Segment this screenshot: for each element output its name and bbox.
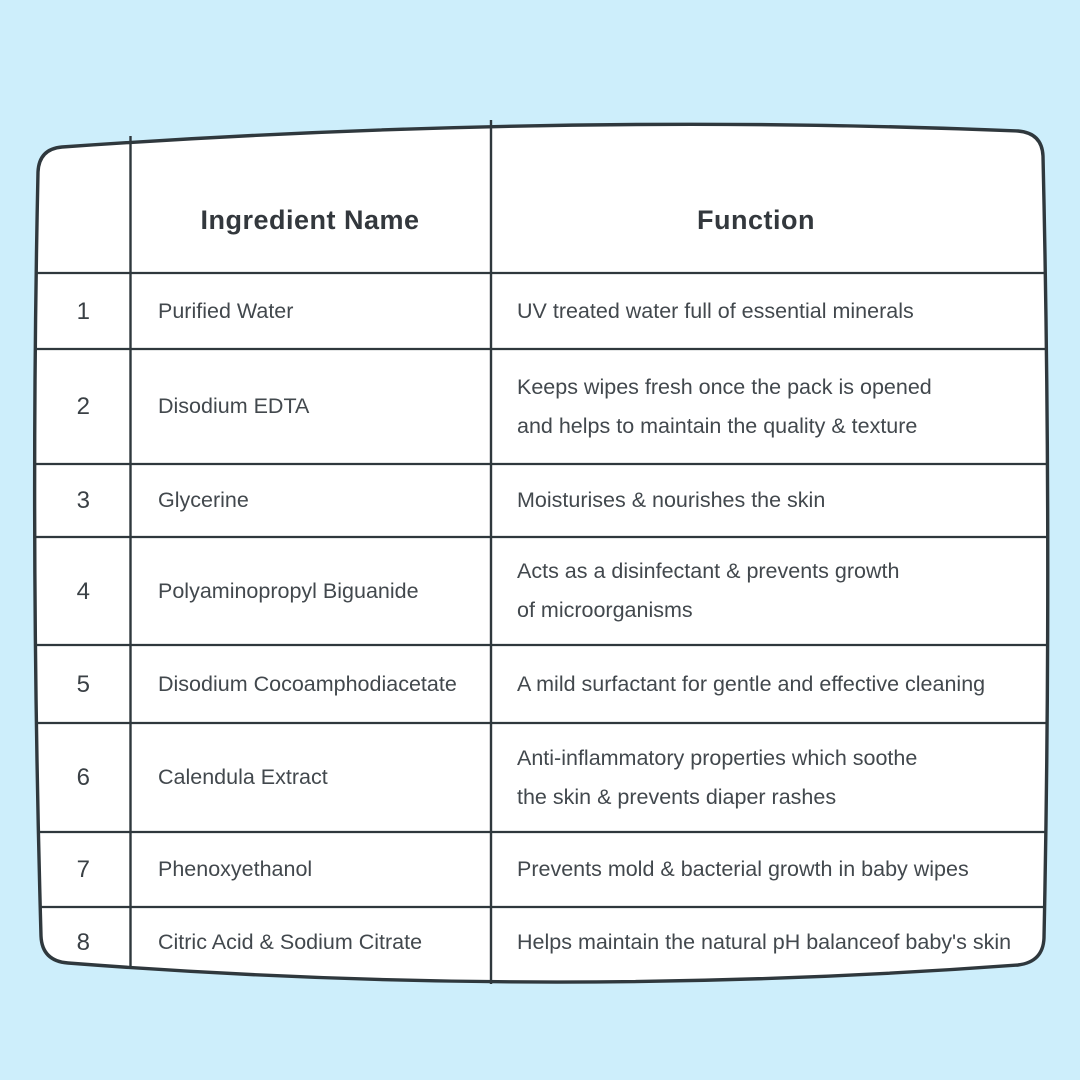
ingredient-name: Disodium EDTA [158,394,310,418]
ingredient-name: Citric Acid & Sodium Citrate [158,929,423,954]
column-header-function: Function [697,204,815,235]
row-number: 4 [76,577,91,605]
row-number: 5 [76,670,91,698]
row-number: 6 [76,764,91,791]
row-number: 3 [76,487,91,514]
table-row-separators [34,271,1048,909]
ingredient-name: Calendula Extract [158,765,328,789]
column-header-ingredient-name: Ingredient Name [200,204,420,235]
ingredient-function: Keeps wipes fresh once the pack is opene… [517,374,932,438]
ingredient-function: UV treated water full of essential miner… [517,298,914,323]
ingredient-function: Anti-inflammatory properties which sooth… [517,745,918,809]
row-number: 1 [76,297,91,325]
ingredient-function: Prevents mold & bacterial growth in baby… [517,857,969,881]
row-number: 2 [76,393,91,420]
ingredient-name: Glycerine [158,488,249,512]
row-number: 8 [76,928,91,956]
ingredient-function: Acts as a disinfectant & prevents growth… [517,559,900,622]
ingredient-function: Helps maintain the natural pH balanceof … [517,929,1012,954]
ingredient-name: Disodium Cocoamphodiacetate [158,671,457,696]
ingredient-name: Polyaminopropyl Biguanide [158,578,419,603]
table-column-separators [129,120,493,984]
table-outer-border [32,122,1050,984]
ingredient-function: A mild surfactant for gentle and effecti… [517,671,986,696]
ingredient-function: Moisturises & nourishes the skin [517,488,826,512]
row-number: 7 [76,856,91,883]
ingredient-name: Purified Water [158,298,294,323]
ingredient-name: Phenoxyethanol [158,857,313,881]
